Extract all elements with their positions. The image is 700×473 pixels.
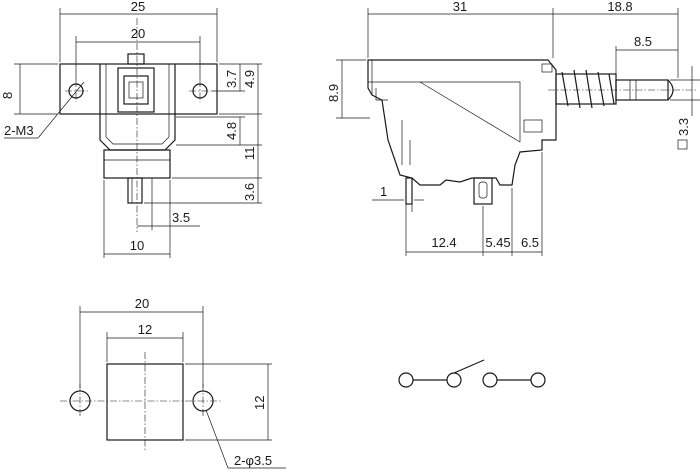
side-pin xyxy=(405,177,413,205)
front-plunger-tip xyxy=(127,53,145,65)
front-plunger-core xyxy=(128,81,144,99)
side-body xyxy=(367,59,557,186)
front-thread-label: 2-M3 xyxy=(4,123,34,138)
front-dim-4-9: 4.9 xyxy=(242,70,257,88)
side-spring-coils xyxy=(561,69,615,109)
front-thread-leader xyxy=(37,81,85,139)
cutout-hole-leader xyxy=(205,409,229,469)
cutout-dim-12-width: 12 xyxy=(138,322,152,337)
side-body-inner xyxy=(419,81,521,143)
side-dim-3-3: 3.3 xyxy=(676,118,691,136)
side-terminal xyxy=(473,177,493,205)
front-dim-20: 20 xyxy=(131,26,145,41)
side-dim-square-symbol xyxy=(677,139,688,150)
cutout-hole-label: 2-φ3.5 xyxy=(234,453,272,468)
side-dim-12-4: 12.4 xyxy=(431,235,456,250)
side-dim-8-9: 8.9 xyxy=(326,84,341,102)
side-dim-31: 31 xyxy=(453,0,467,14)
side-terminal-slot xyxy=(478,181,488,199)
front-terminal xyxy=(127,177,143,204)
side-dim-8-5: 8.5 xyxy=(634,34,652,49)
front-dim-25: 25 xyxy=(131,0,145,14)
cutout-dim-20: 20 xyxy=(135,296,149,311)
side-dim-6-5: 6.5 xyxy=(521,235,539,250)
side-body-clip xyxy=(541,63,553,73)
schematic-terminal-2 xyxy=(446,372,462,388)
side-body-step xyxy=(371,60,388,101)
front-dim-3-5: 3.5 xyxy=(172,210,190,225)
side-body-notch xyxy=(523,119,543,133)
front-dim-11: 11 xyxy=(242,147,257,161)
cutout-dim-12-height: 12 xyxy=(252,396,267,410)
schematic-switch-blade xyxy=(453,359,485,374)
front-plunger-face xyxy=(123,75,149,105)
front-view: 25 20 8 3.7 4.9 4.8 11 3.6 xyxy=(0,0,262,258)
side-dim-5-45: 5.45 xyxy=(485,235,510,250)
front-dim-10: 10 xyxy=(130,238,144,253)
panel-cutout-view: 20 12 12 2-φ3.5 xyxy=(60,296,286,469)
schematic-terminal-1 xyxy=(398,372,414,388)
front-dim-3-6: 3.6 xyxy=(242,183,257,201)
front-frame-inner xyxy=(105,64,170,145)
side-view: 31 18.8 8.5 8.9 3.3 1 12.4 5.45 6.5 xyxy=(326,0,700,256)
schematic-terminal-3 xyxy=(482,372,498,388)
switch-schematic xyxy=(398,359,546,388)
front-dim-3-7: 3.7 xyxy=(224,70,239,88)
side-dim-1: 1 xyxy=(380,184,387,199)
side-dim-18-8: 18.8 xyxy=(607,0,632,14)
front-dim-4-8: 4.8 xyxy=(224,122,239,140)
front-dim-8: 8 xyxy=(0,92,15,99)
schematic-terminal-4 xyxy=(530,372,546,388)
